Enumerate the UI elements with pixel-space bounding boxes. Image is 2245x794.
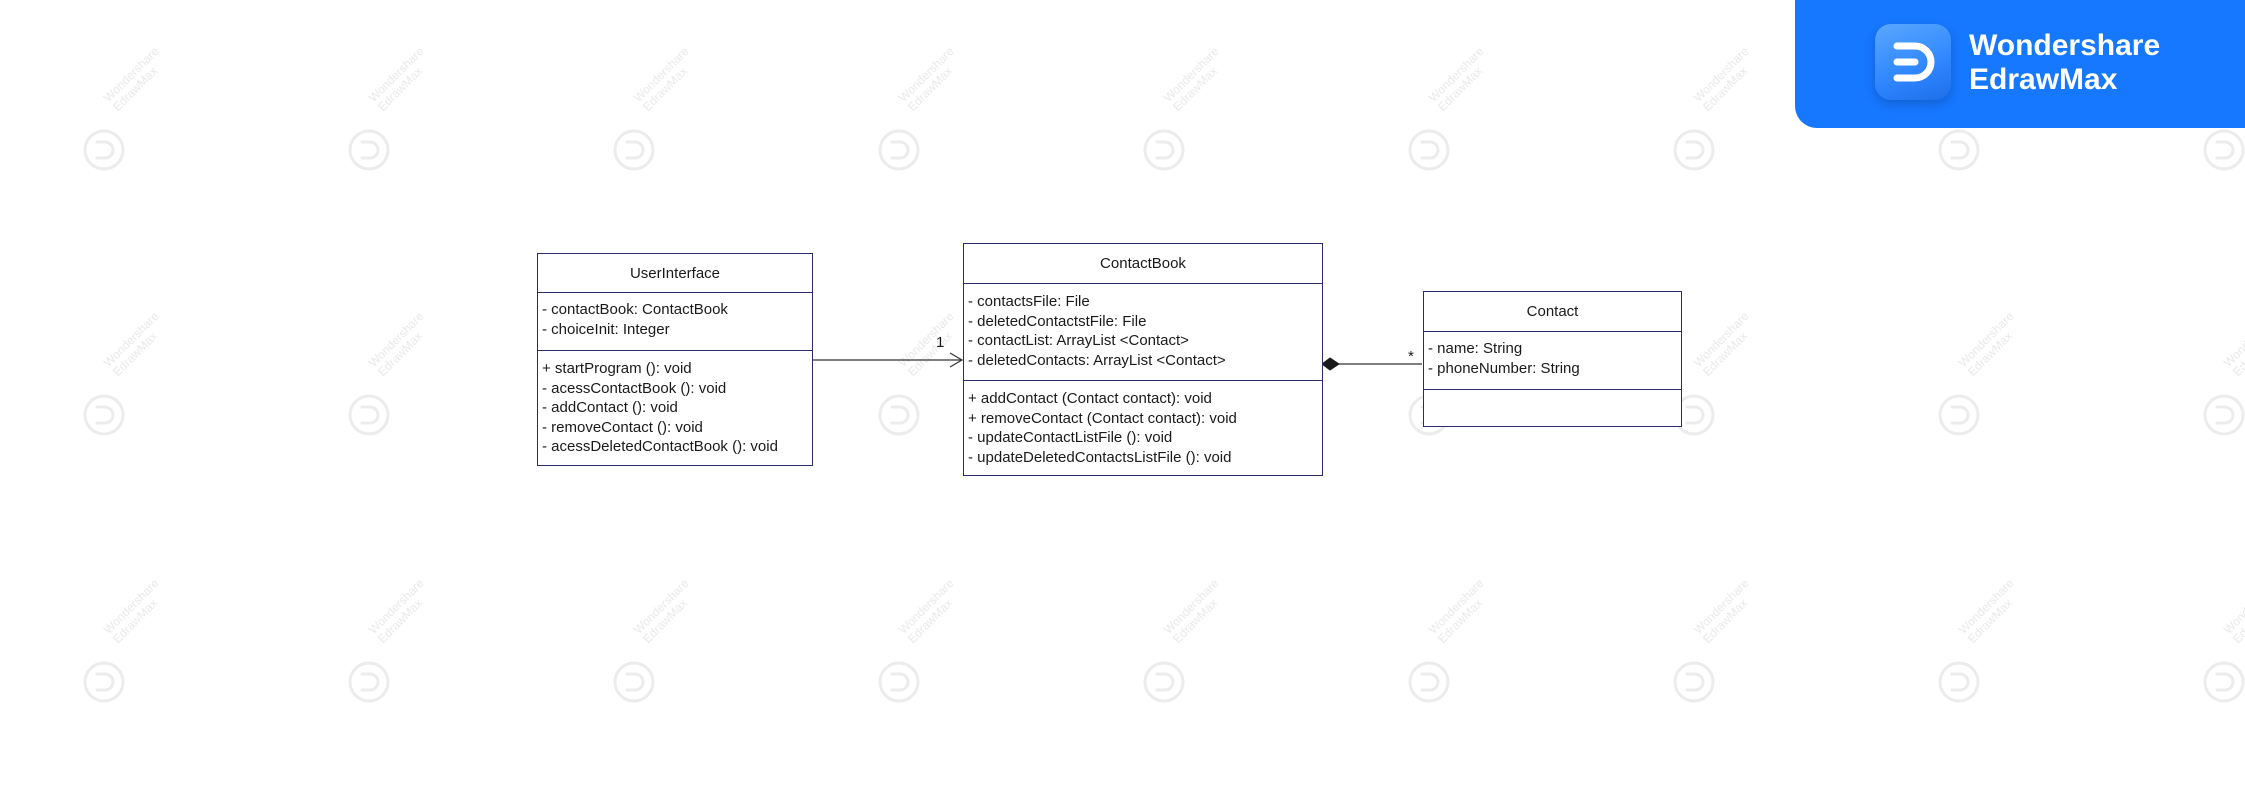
methods-section: + startProgram (): void - acessContactBo…: [538, 350, 812, 457]
attributes-section: - name: String - phoneNumber: String: [1424, 332, 1681, 389]
class-userinterface[interactable]: UserInterface - contactBook: ContactBook…: [537, 253, 813, 466]
association-connector: [812, 352, 964, 368]
method: - acessContactBook (): void: [542, 379, 727, 397]
methods-section: [1424, 389, 1681, 425]
method: - acessDeletedContactBook (): void: [542, 438, 778, 455]
attribute: - deletedContactstFile: File: [968, 312, 1147, 330]
method: - removeContact (): void: [542, 418, 703, 436]
brand-product: EdrawMax: [1969, 63, 2118, 96]
method: - updateDeletedContactsListFile (): void: [968, 448, 1232, 466]
open-arrowhead-icon: [949, 352, 964, 368]
attribute: - deletedContacts: ArrayList <Contact>: [968, 351, 1226, 369]
methods-section: + addContact (Contact contact): void + r…: [964, 380, 1322, 467]
composition-connector: [1321, 357, 1422, 371]
method: + startProgram (): void: [542, 360, 692, 377]
attribute: - contactsFile: File: [968, 293, 1090, 310]
method: - addContact (): void: [542, 399, 678, 416]
edrawmax-logo-icon: [1875, 24, 1951, 100]
attributes-section: - contactsFile: File - deletedContactstF…: [964, 284, 1322, 380]
method: + removeContact (Contact contact): void: [968, 409, 1237, 427]
composition-diamond-icon: [1321, 357, 1340, 371]
attribute: - contactBook: ContactBook: [542, 301, 728, 318]
attribute: - choiceInit: Integer: [542, 320, 670, 338]
class-contact[interactable]: Contact - name: String - phoneNumber: St…: [1423, 291, 1682, 427]
brand-name: Wondershare: [1969, 29, 2161, 62]
method: - updateContactListFile (): void: [968, 429, 1173, 446]
brand-banner: Wondershare EdrawMax: [1795, 0, 2245, 128]
composition-multiplicity: *: [1408, 348, 1414, 365]
class-contactbook[interactable]: ContactBook - contactsFile: File - delet…: [963, 243, 1323, 476]
class-title: ContactBook: [964, 244, 1322, 284]
association-multiplicity: 1: [936, 334, 945, 351]
class-title: UserInterface: [538, 254, 812, 293]
attribute: - phoneNumber: String: [1428, 359, 1580, 377]
method: + addContact (Contact contact): void: [968, 390, 1212, 407]
class-title: Contact: [1424, 292, 1681, 332]
attribute: - name: String: [1428, 340, 1523, 357]
attributes-section: - contactBook: ContactBook - choiceInit:…: [538, 293, 812, 350]
attribute: - contactList: ArrayList <Contact>: [968, 332, 1189, 349]
